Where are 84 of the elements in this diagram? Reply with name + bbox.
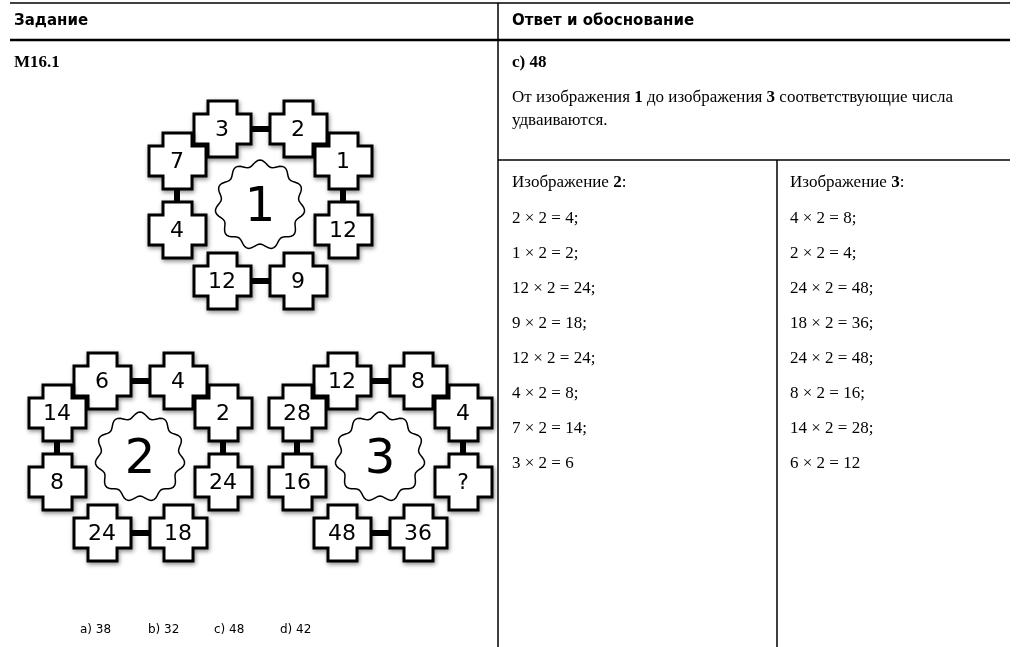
equation: 6 × 2 = 12 <box>790 453 861 473</box>
equation: 24 × 2 = 48; <box>790 348 874 368</box>
tile-number: 2 <box>290 115 306 143</box>
tile-number: 6 <box>94 367 110 395</box>
cross-tile <box>434 385 492 441</box>
equation: 14 × 2 = 28; <box>790 418 874 438</box>
cross-tile <box>389 505 447 561</box>
tile-number: 12 <box>327 367 357 395</box>
equation: 24 × 2 = 48; <box>790 278 874 298</box>
tile-number: 14 <box>42 399 72 427</box>
equation: 12 × 2 = 24; <box>512 348 596 368</box>
cross-tile <box>314 133 372 189</box>
cross-tile <box>149 505 207 561</box>
connector-bar <box>250 278 270 284</box>
tile-number: 36 <box>403 519 433 547</box>
answer-heading: c) 48 <box>512 52 547 72</box>
cross-tile <box>193 101 251 157</box>
answer-option: d) 42 <box>280 622 312 636</box>
cross-tile <box>193 253 251 309</box>
cross-tile <box>148 202 206 258</box>
cross-tile <box>313 505 371 561</box>
tile-number: 24 <box>208 468 238 496</box>
equation: 1 × 2 = 2; <box>512 243 579 263</box>
equation: 2 × 2 = 4; <box>790 243 857 263</box>
cross-tile <box>28 454 86 510</box>
cross-tile <box>73 505 131 561</box>
column-header: Задание <box>14 11 89 29</box>
cross-tile <box>268 385 326 441</box>
picture-number: 2 <box>123 428 157 484</box>
tile-number: 12 <box>328 216 358 244</box>
cross-tile <box>268 454 326 510</box>
cross-tile <box>389 353 447 409</box>
connector-bar <box>130 378 150 384</box>
tile-number: 4 <box>455 399 471 427</box>
picture-number: 3 <box>363 428 397 484</box>
connector-bar <box>250 126 270 132</box>
cross-tile <box>149 353 207 409</box>
answer-option: a) 38 <box>80 622 112 636</box>
tile-number: 4 <box>169 216 185 244</box>
cross-tile <box>194 385 252 441</box>
tile-number: 24 <box>87 519 117 547</box>
equation: 3 × 2 = 6 <box>512 453 574 473</box>
cross-tile <box>269 101 327 157</box>
cross-tile <box>314 202 372 258</box>
tile-number: ? <box>456 468 470 496</box>
equation: 12 × 2 = 24; <box>512 278 596 298</box>
connector-bar <box>130 530 150 536</box>
equation: 4 × 2 = 8; <box>790 208 857 228</box>
column-heading: Изображение 3: <box>790 172 905 192</box>
tile-number: 9 <box>290 267 306 295</box>
cross-tile <box>434 454 492 510</box>
cross-tile <box>28 385 86 441</box>
tile-number: 3 <box>214 115 230 143</box>
connector-bar <box>370 378 390 384</box>
tile-number: 16 <box>282 468 312 496</box>
cross-tile <box>313 353 371 409</box>
tile-number: 28 <box>282 399 312 427</box>
picture-number: 1 <box>243 176 277 232</box>
cross-tile <box>148 133 206 189</box>
column-header: Ответ и обоснование <box>512 11 695 29</box>
tile-number: 7 <box>169 147 185 175</box>
explanation-text: От изображения 1 до изображения 3 соответствующие числа удваиваются. <box>512 86 955 131</box>
equation: 18 × 2 = 36; <box>790 313 874 333</box>
cross-tile <box>73 353 131 409</box>
connector-bar <box>370 530 390 536</box>
tile-number: 8 <box>49 468 65 496</box>
answer-option: c) 48 <box>214 622 245 636</box>
equation: 4 × 2 = 8; <box>512 383 579 403</box>
answer-option: b) 32 <box>148 622 180 636</box>
tile-number: 4 <box>170 367 186 395</box>
equation: 8 × 2 = 16; <box>790 383 865 403</box>
tile-number: 48 <box>327 519 357 547</box>
tile-number: 2 <box>215 399 231 427</box>
tile-number: 18 <box>163 519 193 547</box>
column-heading: Изображение 2: <box>512 172 627 192</box>
tile-number: 1 <box>335 147 351 175</box>
equation: 2 × 2 = 4; <box>512 208 579 228</box>
tile-number: 12 <box>207 267 237 295</box>
task-number: M16.1 <box>14 52 60 72</box>
cross-tile <box>269 253 327 309</box>
tile-number: 8 <box>410 367 426 395</box>
equation: 7 × 2 = 14; <box>512 418 587 438</box>
equation: 9 × 2 = 18; <box>512 313 587 333</box>
cross-tile <box>194 454 252 510</box>
